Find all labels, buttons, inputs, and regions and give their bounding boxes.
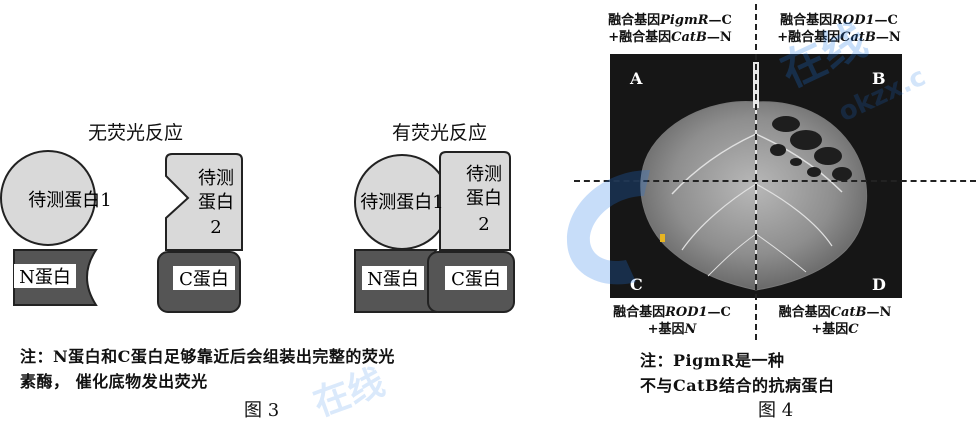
fig4-label-top-left: 融合基因PigmR—C +融合基因CatB—N	[608, 13, 732, 45]
n-protein-label-bg-left	[14, 264, 76, 288]
vertical-divider	[755, 4, 757, 340]
c-protein-label-bg-left	[173, 266, 235, 290]
c-protein-label-left: C蛋白	[179, 269, 229, 290]
fig3-left-group: N蛋白 待测蛋白1 C蛋白 待测 蛋白 2	[0, 150, 243, 313]
horizontal-divider	[574, 180, 976, 182]
protein2-label-l1-right: 待测	[466, 164, 502, 185]
fig4-label-bottom-right: 融合基因CatB—N +基因C	[778, 305, 892, 337]
c-protein-label-bg-right	[445, 266, 507, 290]
protein1-shape-left	[0, 150, 96, 246]
c-protein-label-right: C蛋白	[451, 269, 501, 290]
fig3-right-group: N蛋白 C蛋白 待测蛋白1 待测 蛋白 2	[354, 151, 515, 313]
fig4-note-line1: 注：PigmR是一种	[640, 351, 785, 370]
fig3-note-line2: 素酶， 催化底物发出荧光	[20, 372, 208, 391]
fig3-caption: 图 3	[244, 400, 280, 421]
protein1-label-right: 待测蛋白1	[360, 192, 443, 213]
fig3-note: 注：N蛋白和C蛋白足够靠近后会组装出完整的荧光 素酶， 催化底物发出荧光	[20, 344, 540, 394]
n-protein-label-left: N蛋白	[19, 267, 71, 288]
n-protein-label-right: N蛋白	[367, 269, 419, 290]
fig4-caption: 图 4	[758, 400, 794, 421]
protein2-label-l2-right: 蛋白	[466, 188, 502, 209]
fig4-label-bottom-left: 融合基因ROD1—C +基因N	[613, 305, 731, 337]
n-protein-label-bg-right	[362, 266, 424, 290]
leaf-yellow-mark	[660, 234, 665, 242]
quadrant-c-label: C	[630, 275, 643, 294]
protein2-label-l3-left: 2	[210, 217, 221, 238]
fig4-label-top-right: 融合基因ROD1—C +融合基因CatB—N	[777, 13, 901, 45]
protein2-shape-right	[439, 151, 511, 251]
fig4-note: 注：PigmR是一种 不与CatB结合的抗病蛋白	[640, 348, 940, 398]
fig3-diagram: N蛋白 待测蛋白1 C蛋白 待测 蛋白 2 N蛋白 C蛋白 待测蛋白1 待测 蛋…	[0, 150, 515, 313]
protein2-shape-left	[165, 153, 243, 251]
fig4-note-line2: 不与CatB结合的抗病蛋白	[640, 376, 835, 395]
leaf-fluorescence-spots	[770, 116, 852, 181]
protein1-label-left: 待测蛋白1	[28, 190, 111, 211]
fig3-right-title: 有荧光反应	[392, 122, 488, 144]
quadrant-d-label: D	[872, 275, 886, 294]
quadrant-b-label: B	[872, 69, 886, 88]
protein2-label-l2-left: 蛋白	[198, 192, 234, 213]
fig3-left-title: 无荧光反应	[88, 122, 184, 144]
fig3-note-line1: 注：N蛋白和C蛋白足够靠近后会组装出完整的荧光	[20, 347, 395, 366]
watermark-logo	[566, 170, 650, 285]
protein2-label-l1-left: 待测	[198, 168, 234, 189]
protein2-label-l3-right: 2	[478, 214, 489, 235]
quadrant-a-label: A	[629, 69, 643, 88]
